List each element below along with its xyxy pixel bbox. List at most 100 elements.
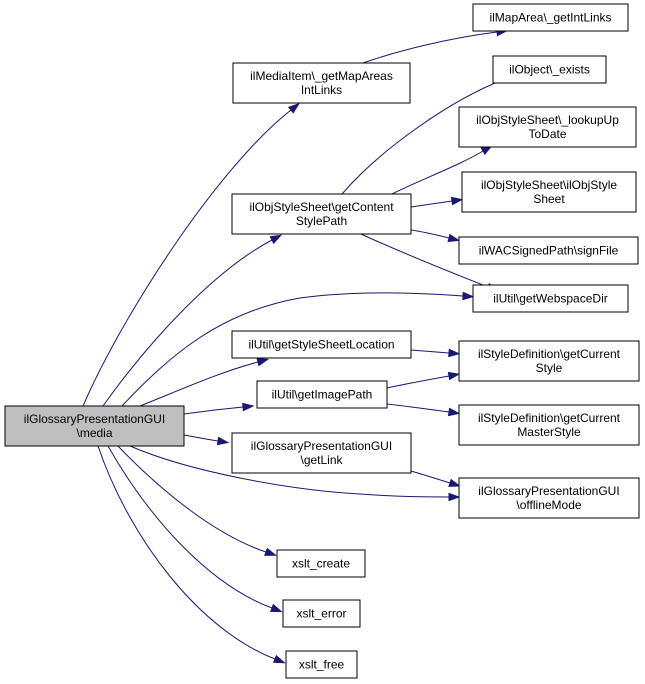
- node-label-line: Sheet: [533, 192, 565, 206]
- arrowhead-icon: [272, 654, 286, 664]
- node-glossary-offline-mode[interactable]: ilGlossaryPresentationGUI\offlineMode: [458, 477, 640, 519]
- edge-line: [410, 229, 450, 239]
- node-box: [231, 432, 412, 474]
- edge-style_sheet_content_path-to-style_sheet_lookup: [391, 145, 493, 195]
- node-label-line: xslt_create: [292, 557, 350, 571]
- node-label-line: ilObjStyleSheet\_lookupUp: [476, 113, 619, 127]
- node-box: [231, 330, 412, 359]
- node-xslt-create[interactable]: xslt_create: [276, 549, 366, 578]
- edge-root-to-style_sheet_content_path: [102, 234, 283, 407]
- node-label-line: ilObject\_exists: [509, 63, 590, 77]
- node-label-line: ilObjStyleSheet\getContent: [249, 200, 394, 214]
- edge-line: [410, 349, 450, 354]
- edge-root-to-glossary_get_link: [183, 434, 230, 446]
- edge-line: [341, 78, 506, 195]
- arrowhead-icon: [216, 436, 230, 446]
- node-label-line: xslt_error: [296, 607, 346, 621]
- node-label-line: \getLink: [300, 453, 343, 467]
- arrowhead-icon: [447, 407, 461, 417]
- arrowhead-icon: [462, 291, 475, 301]
- node-box: [458, 477, 640, 519]
- node-root[interactable]: ilGlossaryPresentationGUI\media: [4, 405, 185, 447]
- edge-line: [360, 233, 489, 288]
- node-label-line: MasterStyle: [517, 425, 581, 439]
- node-box: [461, 171, 637, 213]
- node-label-line: IntLinks: [301, 83, 342, 97]
- edge-line: [139, 361, 259, 407]
- edge-util_stylesheet_location-to-style_def_current_style: [410, 348, 461, 358]
- node-label-line: ilGlossaryPresentationGUI: [478, 484, 619, 498]
- node-xslt-error[interactable]: xslt_error: [282, 599, 361, 628]
- node-box: [4, 405, 185, 447]
- arrowhead-icon: [448, 492, 461, 502]
- arrowhead-icon: [269, 234, 283, 245]
- edge-root-to-util_webspace_dir: [121, 291, 475, 407]
- arrowhead-icon: [447, 371, 461, 381]
- node-label-line: ilUtil\getStyleSheetLocation: [248, 338, 394, 352]
- node-box: [232, 62, 411, 104]
- node-box: [458, 404, 640, 446]
- edge-line: [362, 31, 498, 64]
- node-box: [472, 284, 629, 313]
- node-label-line: Style: [536, 361, 563, 375]
- node-wac-sign-file[interactable]: ilWACSignedPath\signFile: [458, 236, 639, 265]
- node-label-line: ilWACSignedPath\signFile: [479, 244, 619, 258]
- node-box: [458, 106, 637, 148]
- edge-root-to-media_item_map_areas: [82, 102, 300, 407]
- edge-line: [410, 470, 451, 484]
- node-layer: ilGlossaryPresentationGUI\mediailMediaIt…: [4, 3, 640, 679]
- edge-line: [107, 445, 273, 609]
- node-label-line: xslt_free: [299, 658, 345, 672]
- arrowhead-icon: [448, 478, 462, 487]
- node-label-line: ilMapArea\_getIntLinks: [489, 11, 611, 25]
- node-label-line: ilUtil\getWebspaceDir: [493, 292, 608, 306]
- edge-line: [410, 200, 453, 208]
- arrowhead-icon: [264, 547, 277, 556]
- node-style-sheet-ctor[interactable]: ilObjStyleSheet\ilObjStyleSheet: [461, 171, 637, 213]
- edge-layer: [82, 27, 516, 664]
- edge-root-to-xslt_free: [97, 445, 286, 664]
- node-box: [458, 236, 639, 265]
- node-label-line: \media: [76, 426, 112, 440]
- arrowhead-icon: [242, 402, 255, 412]
- arrowhead-icon: [256, 357, 270, 367]
- node-label-line: ToDate: [528, 127, 566, 141]
- node-util-image-path[interactable]: ilUtil\getImagePath: [256, 380, 388, 409]
- edge-line: [121, 292, 464, 407]
- node-glossary-get-link[interactable]: ilGlossaryPresentationGUI\getLink: [231, 432, 412, 474]
- edge-style_sheet_content_path-to-wac_sign_file: [410, 229, 461, 243]
- node-util-stylesheet-location[interactable]: ilUtil\getStyleSheetLocation: [231, 330, 412, 359]
- node-box: [472, 3, 629, 32]
- edge-line: [102, 239, 273, 407]
- edge-line: [391, 150, 484, 195]
- arrowhead-icon: [269, 603, 283, 613]
- node-util-webspace-dir[interactable]: ilUtil\getWebspaceDir: [472, 284, 629, 313]
- node-object-exists[interactable]: ilObject\_exists: [492, 55, 607, 84]
- arrowhead-icon: [287, 102, 300, 114]
- node-box: [458, 340, 640, 382]
- edge-style_sheet_content_path-to-style_sheet_ctor: [410, 196, 464, 208]
- node-box: [276, 549, 366, 578]
- node-box: [256, 380, 388, 409]
- node-box: [285, 650, 358, 679]
- edge-line: [82, 109, 292, 407]
- edge-root-to-xslt_error: [107, 445, 283, 613]
- edge-glossary_get_link-to-glossary_offline_mode: [410, 470, 462, 487]
- edge-line: [183, 406, 244, 415]
- node-xslt-free[interactable]: xslt_free: [285, 650, 358, 679]
- arrowhead-icon: [450, 196, 464, 206]
- edge-util_image_path-to-style_def_master_style: [386, 403, 461, 417]
- node-map-area-int-links[interactable]: ilMapArea\_getIntLinks: [472, 3, 629, 32]
- node-label-line: ilStyleDefinition\getCurrent: [478, 411, 621, 425]
- edge-line: [129, 445, 450, 498]
- edge-root-to-util_image_path: [183, 402, 255, 415]
- edge-media_item_map_areas-to-map_area_int_links: [362, 27, 509, 64]
- node-label-line: ilGlossaryPresentationGUI: [251, 439, 392, 453]
- node-label-line: \offlineMode: [516, 498, 581, 512]
